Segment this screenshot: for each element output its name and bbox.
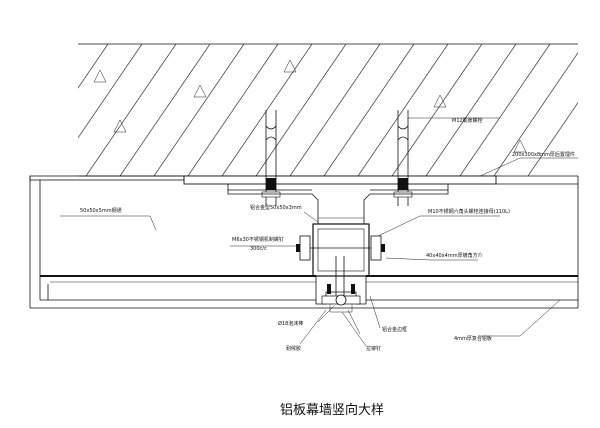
hatch-line <box>0 44 40 176</box>
label-sealant: 耐候胶 <box>286 345 301 352</box>
label-composite-panel: 4mm厚复合铝板 <box>454 335 492 342</box>
expansion-bolt-left <box>261 110 281 206</box>
leader-lines <box>60 117 578 347</box>
steel-tube <box>296 223 385 300</box>
label-alu-code: 铝合金型50x50x3mm <box>250 204 302 211</box>
label-rivet: 拉铆钉 <box>366 345 381 352</box>
right-frame <box>496 176 579 308</box>
hatch-line <box>527 102 578 176</box>
label-bolt-m12: M12膨胀螺栓 <box>452 117 483 124</box>
hatch-line <box>0 44 74 176</box>
hatch-line <box>459 44 551 176</box>
hatch-line <box>153 44 245 176</box>
label-steel-channel: 50x50x5mm钢通 <box>80 207 122 214</box>
expansion-bolt-right <box>393 110 413 206</box>
panel-joint <box>315 276 367 313</box>
composite-panel <box>30 275 578 309</box>
label-embed-plate: 200x300x8mm厚后置埋件 <box>512 151 575 158</box>
hatch-line <box>78 44 143 139</box>
hatch-line <box>255 44 347 176</box>
slab-hatching <box>0 44 578 176</box>
hatch-line <box>493 52 578 176</box>
hatch-line <box>187 44 279 176</box>
hatch-line <box>289 44 381 176</box>
hatch-line <box>85 44 177 176</box>
label-screw-pitch: 300c/c <box>250 246 267 252</box>
hatch-line <box>391 44 483 176</box>
foam-rod-section <box>335 294 347 306</box>
hatch-line <box>323 44 415 176</box>
drawing-caption: 铝板幕墙竖向大样 <box>280 402 384 418</box>
label-alu-edge: 铝合金边框 <box>382 326 407 333</box>
embed-plate <box>183 175 497 185</box>
hatch-line <box>119 44 211 176</box>
hatch-line <box>221 44 313 176</box>
label-angle: 40x40x4mm厚镀角方介 <box>426 252 483 259</box>
label-bolt-m10: M10不锈钢六角头螺栓连接母(110L) <box>428 208 510 215</box>
hatch-line <box>78 44 109 89</box>
label-screw-m6: M6x30不锈钢机制螺钉 <box>232 236 284 243</box>
steel-channel <box>29 175 185 308</box>
hatch-line <box>425 44 517 176</box>
hatch-line <box>357 44 449 176</box>
concrete-slab <box>0 43 578 177</box>
label-foam-rod: Ø18泡沫棒 <box>278 320 303 327</box>
angle-bracket <box>227 184 449 240</box>
